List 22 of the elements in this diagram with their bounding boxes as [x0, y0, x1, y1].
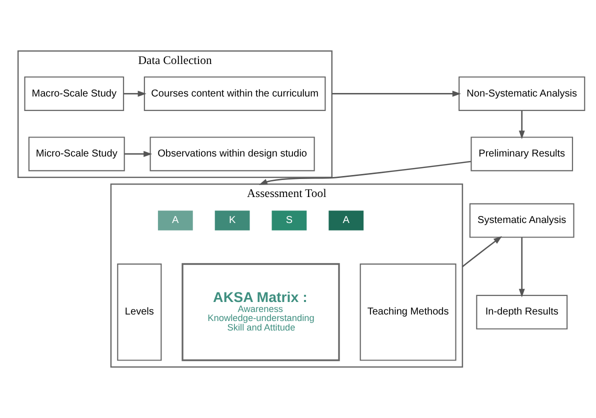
arrow [124, 150, 152, 157]
arrow [258, 160, 471, 185]
node-box: AKSA Matrix : Awareness Knowledge-understanding Skill and Attitude [182, 263, 340, 362]
node-box: Non-Systematic Analysis [458, 76, 586, 111]
node-box: K [214, 210, 251, 232]
node-box: S [270, 210, 308, 232]
arrow [518, 237, 525, 298]
node-box: Systematic Analysis [469, 203, 574, 238]
arrow [124, 90, 146, 97]
node-box: Courses content within the curriculum [144, 76, 326, 111]
node-box: Micro-Scale Study [28, 136, 125, 172]
arrow [462, 236, 502, 268]
node-box: Teaching Methods [360, 263, 456, 361]
node-box: In-depth Results [476, 294, 568, 330]
node-box: A [328, 210, 365, 232]
arrow [518, 110, 525, 140]
arrow [332, 90, 461, 97]
node-box: Levels [117, 263, 162, 361]
node-box: Observations within design studio [150, 136, 315, 172]
node-box: Macro-Scale Study [24, 76, 124, 111]
node-box: A [156, 210, 194, 232]
node-box: Preliminary Results [470, 136, 574, 172]
